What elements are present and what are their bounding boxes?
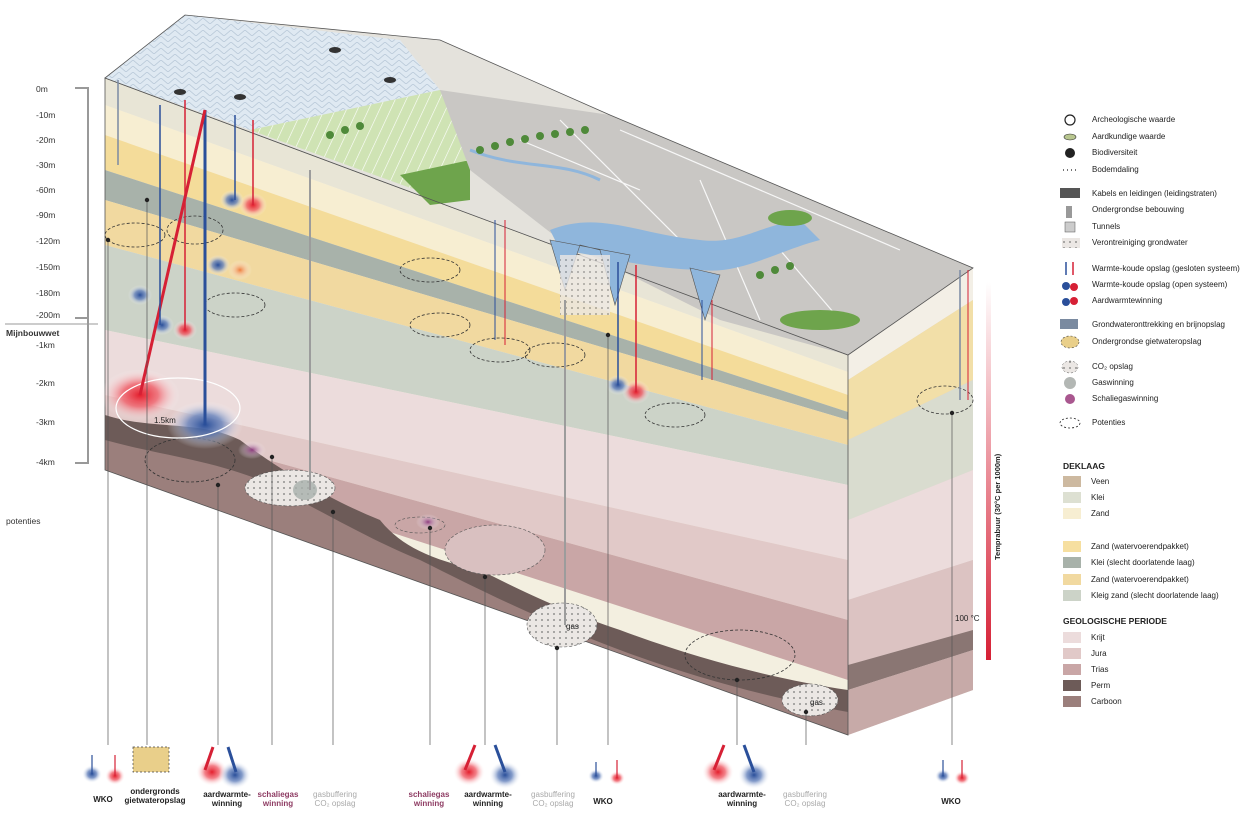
legend-jura: Jura: [1063, 648, 1107, 659]
legend-veen: Veen: [1063, 476, 1109, 487]
depth-label: -20m: [36, 135, 55, 145]
bottom-label-wko: WKO: [936, 797, 966, 806]
temperature-axis-label: Temprabuur (30°C per 1000m): [993, 454, 1002, 560]
legend-icons: [1060, 115, 1080, 428]
depth-label: -60m: [36, 185, 55, 195]
bottom-label-schaliegas: schaliegas winning: [253, 790, 303, 808]
depth-label: -4km: [36, 457, 55, 467]
legend-co2: CO₂ opslag: [1092, 362, 1133, 371]
legend-irrigation-storage: Ondergrondse gietwateropslag: [1092, 337, 1201, 346]
bottom-label-schaliegas: schaliegas winning: [404, 790, 454, 808]
legend-archaeology: Archeologische waarde: [1092, 115, 1175, 124]
legend-zand: Zand: [1063, 508, 1109, 519]
perm-swatch: [1063, 680, 1081, 691]
legend-groundwater: Grondwateronttrekking en brijnopslag: [1092, 320, 1225, 329]
aquifer-label: Zand (watervoerendpakket): [1091, 542, 1189, 551]
krijt-label: Krijt: [1091, 633, 1105, 642]
distance-label: 1.5km: [154, 416, 176, 425]
legend-aquifer-2: Klei (slecht doorlatende laag): [1063, 557, 1195, 568]
jura-swatch: [1063, 648, 1081, 659]
depth-label: -120m: [36, 236, 60, 246]
legend-aquifer-4: Kleig zand (slecht doorlatende laag): [1063, 590, 1219, 601]
legend-carboon: Carboon: [1063, 696, 1122, 707]
aquifer-swatch: [1063, 574, 1081, 585]
bottom-label-aardwarmte: aardwarmte- winning: [712, 790, 772, 808]
klei-swatch: [1063, 492, 1081, 503]
bottom-label-wko: WKO: [588, 797, 618, 806]
aquifer-label: Klei (slecht doorlatende laag): [1091, 558, 1195, 567]
krijt-swatch: [1063, 632, 1081, 643]
depth-label: -90m: [36, 210, 55, 220]
legend-geo-title: GEOLOGISCHE PERIODE: [1063, 616, 1167, 626]
aquifer-label: Kleig zand (slecht doorlatende laag): [1091, 591, 1219, 600]
bottom-label-gasbuffering: gasbuffering CO₂ opslag: [523, 790, 583, 808]
bottom-label-wko: WKO: [88, 795, 118, 804]
legend-krijt: Krijt: [1063, 632, 1105, 643]
legend-wko-closed: Warmte-koude opslag (gesloten systeem): [1092, 264, 1240, 273]
legend-trias: Trias: [1063, 664, 1108, 675]
legend-geology-value: Aardkundige waarde: [1092, 132, 1165, 141]
zand-swatch: [1063, 508, 1081, 519]
depth-label: 0m: [36, 84, 48, 94]
temperature-bar: [986, 282, 991, 660]
gas-label: gas: [810, 698, 823, 707]
legend-gas: Gaswinning: [1092, 378, 1134, 387]
aquifer-label: Zand (watervoerendpakket): [1091, 575, 1189, 584]
zand-label: Zand: [1091, 509, 1109, 518]
bottom-icons: [82, 745, 970, 789]
aquifer-swatch: [1063, 590, 1081, 601]
klei-label: Klei: [1091, 493, 1104, 502]
depth-axis-lines: [75, 88, 88, 463]
depth-label: -1km: [36, 340, 55, 350]
legend-shale-gas: Schaliegaswinning: [1092, 394, 1158, 403]
trias-label: Trias: [1091, 665, 1108, 674]
gas-label: gas: [566, 622, 579, 631]
legend-wko-open: Warmte-koude opslag (open systeem): [1092, 280, 1227, 289]
legend-cables: Kabels en leidingen (leidingstraten): [1092, 189, 1217, 198]
mijnbouwwet-label: Mijnbouwwet: [6, 328, 59, 338]
legend-aquifer-3: Zand (watervoerendpakket): [1063, 574, 1189, 585]
potenties-label: potenties: [6, 516, 41, 526]
carboon-swatch: [1063, 696, 1081, 707]
bottom-label-gasbuffering: gasbuffering CO₂ opslag: [775, 790, 835, 808]
legend-klei: Klei: [1063, 492, 1104, 503]
legend-subsidence: Bodemdaling: [1092, 165, 1139, 174]
depth-label: -200m: [36, 310, 60, 320]
legend-deklaag-title: DEKLAAG: [1063, 461, 1105, 471]
depth-label: -150m: [36, 262, 60, 272]
jura-label: Jura: [1091, 649, 1107, 658]
depth-label: -10m: [36, 110, 55, 120]
bottom-label-gietwater: ondergronds gietwateropslag: [120, 787, 190, 805]
bottom-label-aardwarmte: aardwarmte- winning: [458, 790, 518, 808]
bottom-label-aardwarmte: aardwarmte- winning: [197, 790, 257, 808]
trias-swatch: [1063, 664, 1081, 675]
veen-label: Veen: [1091, 477, 1109, 486]
depth-label: -30m: [36, 160, 55, 170]
legend-underground-building: Ondergrondse bebouwing: [1092, 205, 1184, 214]
legend-geothermal: Aardwarmtewinning: [1092, 296, 1162, 305]
depth-label: -3km: [36, 417, 55, 427]
legend-biodiversity: Biodiversiteit: [1092, 148, 1137, 157]
carboon-label: Carboon: [1091, 697, 1122, 706]
depth-label: -180m: [36, 288, 60, 298]
bottom-label-gasbuffering: gasbuffering CO₂ opslag: [305, 790, 365, 808]
veen-swatch: [1063, 476, 1081, 487]
depth-label: -2km: [36, 378, 55, 388]
aquifer-swatch: [1063, 541, 1081, 552]
legend-aquifer-1: Zand (watervoerendpakket): [1063, 541, 1189, 552]
legend-groundwater-pollution: Verontreiniging grondwater: [1092, 238, 1188, 247]
legend-potential: Potenties: [1092, 418, 1125, 427]
legend-tunnels: Tunnels: [1092, 222, 1120, 231]
temperature-value: 100 °C: [955, 614, 980, 623]
legend-perm: Perm: [1063, 680, 1110, 691]
perm-label: Perm: [1091, 681, 1110, 690]
aquifer-swatch: [1063, 557, 1081, 568]
